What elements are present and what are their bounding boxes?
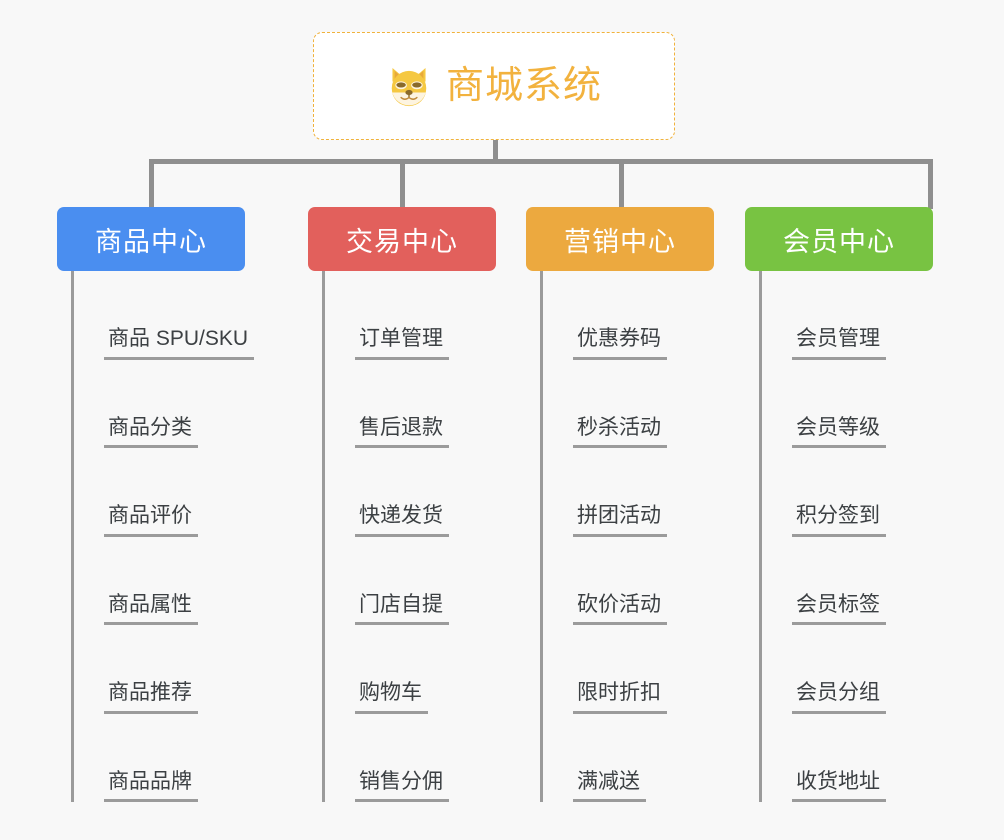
leaf-label: 商品品牌	[104, 770, 198, 802]
connector-drop-marketing-center	[619, 159, 624, 209]
list-item[interactable]: 售后退款	[325, 360, 538, 448]
list-item[interactable]: 砍价活动	[543, 537, 756, 625]
shiba-dog-face-icon	[386, 63, 432, 109]
leaf-label: 拼团活动	[573, 504, 667, 537]
branch-member-center: 会员中心 会员管理 会员等级 积分签到 会员标签 会员分组 收货地址	[745, 207, 975, 802]
leaf-label: 砍价活动	[573, 593, 667, 625]
list-item[interactable]: 优惠券码	[543, 271, 756, 360]
leaf-label: 门店自提	[355, 593, 449, 625]
leaf-label: 会员等级	[792, 416, 886, 448]
list-item[interactable]: 商品属性	[74, 537, 287, 625]
connector-drop-trade-center	[400, 159, 405, 209]
root-connector-bus	[149, 159, 933, 164]
list-item[interactable]: 销售分佣	[325, 714, 538, 802]
branch-trade-center: 交易中心 订单管理 售后退款 快递发货 门店自提 购物车 销售分佣	[308, 207, 538, 802]
list-item[interactable]: 快递发货	[325, 448, 538, 537]
leaf-list-trade-center: 订单管理 售后退款 快递发货 门店自提 购物车 销售分佣	[322, 271, 538, 802]
category-header-member-center[interactable]: 会员中心	[745, 207, 933, 271]
branch-marketing-center: 营销中心 优惠券码 秒杀活动 拼团活动 砍价活动 限时折扣 满减送	[526, 207, 756, 802]
branch-product-center: 商品中心 商品 SPU/SKU 商品分类 商品评价 商品属性 商品推荐 商品品牌	[57, 207, 287, 802]
leaf-label: 售后退款	[355, 416, 449, 448]
root-node[interactable]: 商城系统	[313, 32, 675, 140]
leaf-list-member-center: 会员管理 会员等级 积分签到 会员标签 会员分组 收货地址	[759, 271, 975, 802]
connector-drop-member-center	[928, 159, 933, 209]
category-label: 会员中心	[783, 226, 895, 257]
leaf-label: 满减送	[573, 770, 646, 802]
category-header-trade-center[interactable]: 交易中心	[308, 207, 496, 271]
list-item[interactable]: 满减送	[543, 714, 756, 802]
leaf-label: 商品分类	[104, 416, 198, 448]
leaf-label: 会员分组	[792, 681, 886, 714]
list-item[interactable]: 商品推荐	[74, 625, 287, 714]
leaf-label: 会员标签	[792, 593, 886, 625]
category-label: 商品中心	[95, 226, 207, 257]
list-item[interactable]: 购物车	[325, 625, 538, 714]
leaf-label: 限时折扣	[573, 681, 667, 714]
category-header-marketing-center[interactable]: 营销中心	[526, 207, 714, 271]
leaf-label: 商品推荐	[104, 681, 198, 714]
list-item[interactable]: 商品分类	[74, 360, 287, 448]
list-item[interactable]: 会员标签	[762, 537, 975, 625]
leaf-label: 积分签到	[792, 504, 886, 537]
category-label: 营销中心	[564, 226, 676, 257]
list-item[interactable]: 积分签到	[762, 448, 975, 537]
leaf-label: 收货地址	[792, 770, 886, 802]
list-item[interactable]: 会员等级	[762, 360, 975, 448]
list-item[interactable]: 限时折扣	[543, 625, 756, 714]
leaf-list-product-center: 商品 SPU/SKU 商品分类 商品评价 商品属性 商品推荐 商品品牌	[71, 271, 287, 802]
list-item[interactable]: 商品 SPU/SKU	[74, 271, 287, 360]
leaf-label: 订单管理	[355, 327, 449, 360]
list-item[interactable]: 商品品牌	[74, 714, 287, 802]
list-item[interactable]: 拼团活动	[543, 448, 756, 537]
leaf-label: 优惠券码	[573, 327, 667, 360]
leaf-label: 商品属性	[104, 593, 198, 625]
leaf-label: 购物车	[355, 681, 428, 714]
list-item[interactable]: 秒杀活动	[543, 360, 756, 448]
leaf-list-marketing-center: 优惠券码 秒杀活动 拼团活动 砍价活动 限时折扣 满减送	[540, 271, 756, 802]
list-item[interactable]: 收货地址	[762, 714, 975, 802]
leaf-label: 会员管理	[792, 327, 886, 360]
list-item[interactable]: 门店自提	[325, 537, 538, 625]
leaf-label: 销售分佣	[355, 770, 449, 802]
root-title: 商城系统	[445, 65, 602, 107]
leaf-label: 商品评价	[104, 504, 198, 537]
leaf-label: 秒杀活动	[573, 416, 667, 448]
category-label: 交易中心	[346, 226, 458, 257]
list-item[interactable]: 订单管理	[325, 271, 538, 360]
connector-drop-product-center	[149, 159, 154, 209]
leaf-label: 商品 SPU/SKU	[104, 327, 255, 360]
list-item[interactable]: 商品评价	[74, 448, 287, 537]
leaf-label: 快递发货	[355, 504, 449, 537]
list-item[interactable]: 会员分组	[762, 625, 975, 714]
root-connector-stem	[493, 140, 498, 164]
list-item[interactable]: 会员管理	[762, 271, 975, 360]
category-header-product-center[interactable]: 商品中心	[57, 207, 245, 271]
